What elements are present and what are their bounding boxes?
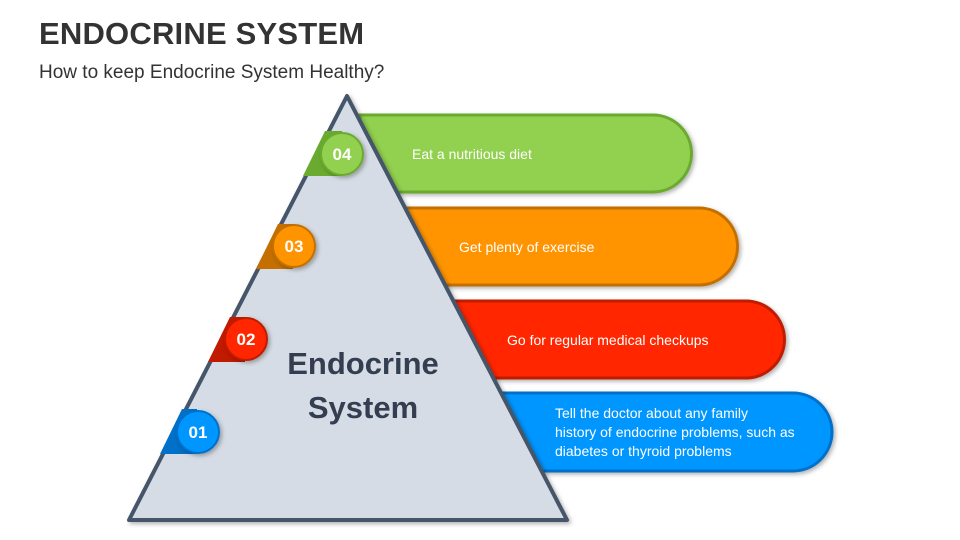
step-bar-01: Tell the doctor about any family history… bbox=[493, 391, 834, 473]
step-text-line: Tell the doctor about any family bbox=[555, 405, 748, 421]
page-subtitle: How to keep Endocrine System Healthy? bbox=[39, 62, 385, 83]
pyramid-label: Endocrine bbox=[287, 346, 439, 381]
step-text: Get plenty of exercise bbox=[459, 239, 595, 255]
pyramid-label: System bbox=[308, 390, 418, 425]
step-text-line: history of endocrine problems, such as bbox=[555, 424, 795, 440]
step-text: Eat a nutritious diet bbox=[412, 146, 532, 162]
step-badge-04: 04 bbox=[303, 131, 364, 176]
step-number: 02 bbox=[237, 330, 256, 349]
step-badge-01: 01 bbox=[160, 409, 220, 454]
step-text: Go for regular medical checkups bbox=[507, 332, 709, 348]
step-badge-03: 03 bbox=[256, 224, 316, 269]
step-text-line: diabetes or thyroid problems bbox=[555, 443, 732, 459]
pyramid-triangle bbox=[127, 94, 569, 522]
step-number: 03 bbox=[285, 237, 304, 256]
step-bar-03: Get plenty of exercise bbox=[398, 206, 739, 287]
step-badge-02: 02 bbox=[208, 317, 268, 362]
page-title: ENDOCRINE SYSTEM bbox=[39, 16, 365, 51]
step-bar-04: Eat a nutritious diet bbox=[358, 113, 693, 194]
step-bar-02: Go for regular medical checkups bbox=[446, 299, 786, 380]
step-number: 04 bbox=[333, 145, 352, 164]
step-number: 01 bbox=[189, 423, 208, 442]
